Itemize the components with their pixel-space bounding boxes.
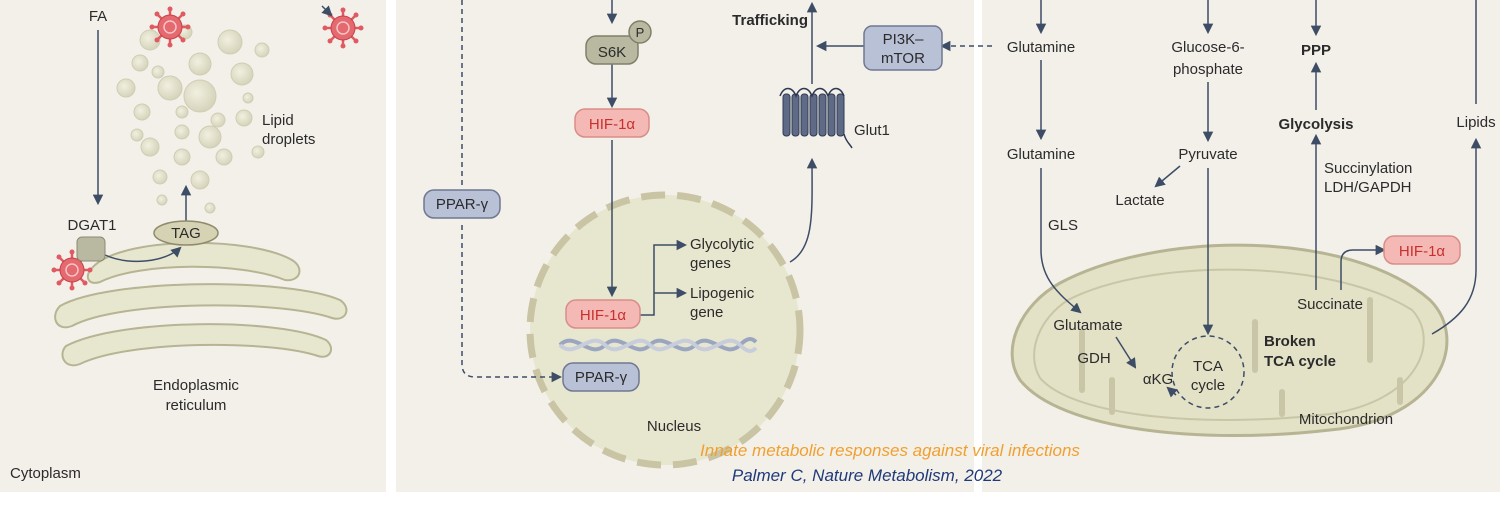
virus-icon <box>51 249 93 291</box>
arrow <box>1431 137 1482 335</box>
glut1-transporter-icon <box>779 87 853 149</box>
ppar-gamma-box-left <box>423 189 501 219</box>
cytoplasm-label: Cytoplasm <box>10 465 81 482</box>
tca-cycle-circle <box>1171 335 1245 409</box>
hif1a-nucleus-label: HIF-1α <box>580 307 627 324</box>
arrow <box>1115 336 1137 369</box>
arrow <box>1340 244 1387 290</box>
dashed-arrow <box>461 225 563 383</box>
pyruvate-label: Pyruvate <box>1178 146 1237 163</box>
pi3k-label-1: PI3K– <box>883 31 925 48</box>
arrow <box>1040 168 1082 314</box>
ppar-nucleus-label: PPAR-γ <box>575 369 628 386</box>
nucleus-label: Nucleus <box>647 418 701 435</box>
dgat1-enzyme <box>76 236 106 262</box>
tca-label-1: TCA <box>1193 358 1223 375</box>
glucose6p-label-2: phosphate <box>1173 61 1243 78</box>
dna-helix <box>558 337 758 353</box>
mitochondrion-inner <box>1033 268 1425 421</box>
hif1a-right-label: HIF-1α <box>1399 243 1446 260</box>
gdh-label: GDH <box>1077 350 1110 367</box>
pi3k-mtor-box <box>863 25 943 71</box>
lipid-droplets-label-1: Lipid <box>262 112 294 129</box>
hif1a-box-nucleus <box>565 299 641 329</box>
glycolytic-label-1: Glycolytic <box>690 236 755 253</box>
phosphate-badge <box>628 20 652 44</box>
broken-tca-label-2: TCA cycle <box>1264 353 1336 370</box>
arrow <box>789 157 818 263</box>
tag-label: TAG <box>171 225 201 242</box>
er-label-2: reticulum <box>166 397 227 414</box>
ppar-gamma-box-nucleus <box>562 362 640 392</box>
lactate-label: Lactate <box>1115 192 1164 209</box>
virus-icon <box>149 6 191 48</box>
arrow <box>640 239 688 316</box>
glut1-label: Glut1 <box>854 122 890 139</box>
er-label-1: Endoplasmic <box>153 377 239 394</box>
tag-droplet <box>153 220 219 246</box>
broken-tca-label-1: Broken <box>1264 333 1316 350</box>
nucleus-membrane <box>526 191 804 469</box>
akg-label: αKG <box>1143 371 1173 388</box>
arrow <box>1166 386 1178 398</box>
fa-label: FA <box>89 8 107 25</box>
trafficking-label: Trafficking <box>732 12 808 29</box>
succinate-label: Succinate <box>1297 296 1363 313</box>
glycolytic-label-2: genes <box>690 255 731 272</box>
s6k-label: S6K <box>598 44 626 61</box>
ppar-left-label: PPAR-γ <box>436 196 489 213</box>
glutamine-1-label: Glutamine <box>1007 39 1075 56</box>
mitochondrion-outer <box>1010 243 1449 438</box>
mitochondrion-cristae <box>1079 297 1403 417</box>
pi3k-label-2: mTOR <box>881 50 925 67</box>
caption-line-1: Innate metabolic responses against viral… <box>700 441 1080 460</box>
glutamate-label: Glutamate <box>1053 317 1122 334</box>
lipids-label: Lipids <box>1456 114 1495 131</box>
arrow <box>104 246 182 263</box>
glutamine-2-label: Glutamine <box>1007 146 1075 163</box>
s6k-box <box>585 35 639 65</box>
arrow <box>1154 165 1181 188</box>
hif1a-top-label: HIF-1α <box>589 116 636 133</box>
lipogenic-label-1: Lipogenic <box>690 285 755 302</box>
gls-label: GLS <box>1048 217 1078 234</box>
dgat1-label: DGAT1 <box>68 217 117 234</box>
lipid-droplets-label-2: droplets <box>262 131 315 148</box>
glucose6p-label-1: Glucose-6- <box>1171 39 1244 56</box>
virus-icon <box>322 7 364 49</box>
arrow <box>321 5 333 17</box>
mitochondrion-label: Mitochondrion <box>1299 411 1393 428</box>
hif1a-box-right <box>1383 235 1461 265</box>
succinylation-label-1: Succinylation <box>1324 160 1412 177</box>
ppp-label: PPP <box>1301 42 1331 59</box>
hif1a-box-top <box>574 108 650 138</box>
caption-line-2: Palmer C, Nature Metabolism, 2022 <box>732 466 1003 485</box>
glycolysis-label: Glycolysis <box>1278 116 1353 133</box>
tca-label-2: cycle <box>1191 377 1225 394</box>
lipogenic-label-2: gene <box>690 304 723 321</box>
lipid-droplets-cluster <box>116 24 270 214</box>
phosphate-label: P <box>636 25 645 40</box>
succinylation-label-2: LDH/GAPDH <box>1324 179 1412 196</box>
